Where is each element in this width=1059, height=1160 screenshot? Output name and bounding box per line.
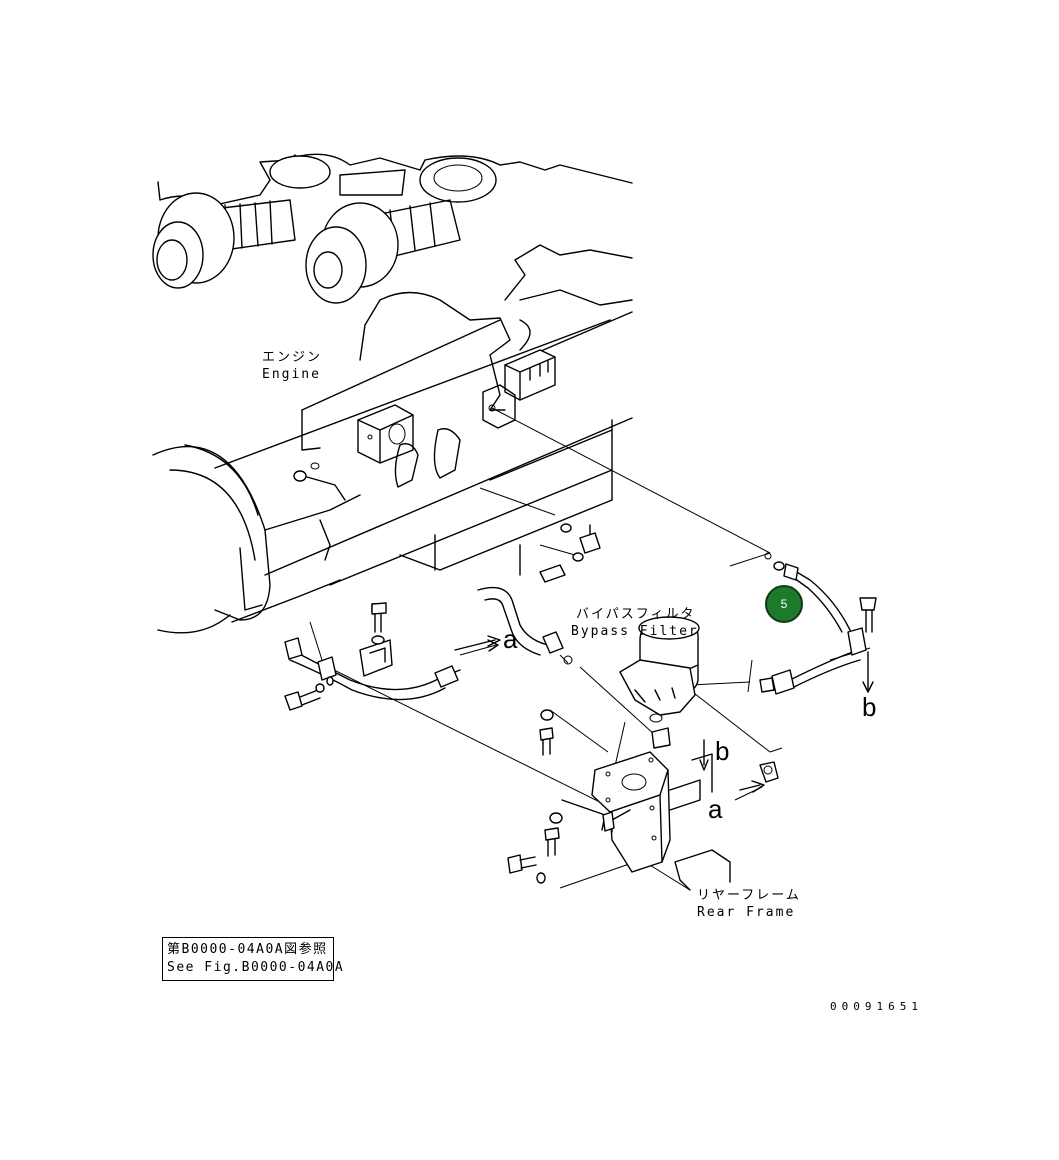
reference-line-jp: 第B0000-04A0A図参照 (167, 942, 328, 957)
connection-mark-a-upper: a (503, 624, 518, 654)
engine-label-jp: エンジン (262, 350, 323, 365)
filter-mounting-bracket (561, 739, 779, 891)
rear-frame-label-jp: リヤーフレーム (697, 888, 801, 903)
part-callout-5[interactable]: 5 (765, 585, 803, 623)
drawing-number: 00091651 (830, 1000, 923, 1013)
bypass-filter-unit (563, 616, 700, 749)
connection-mark-b-right: b (862, 692, 877, 722)
hose-assembly-lower (284, 603, 501, 711)
fasteners (371, 602, 563, 884)
bypass-filter-label-en: Bypass Filter (571, 624, 699, 639)
return-tube-assembly (759, 552, 877, 695)
connection-arrows (459, 639, 763, 801)
rear-frame-label-en: Rear Frame (697, 905, 796, 920)
bypass-filter-label-jp: バイパスフィルタ (576, 607, 696, 622)
engine-label-en: Engine (262, 367, 321, 382)
engine-assembly (152, 153, 633, 634)
reference-box: 第B0000-04A0A図参照 See Fig.B0000-04A0A (162, 937, 345, 981)
hose-assembly-a (477, 523, 601, 656)
leader-lines (309, 407, 871, 891)
connection-mark-b-center: b (715, 736, 730, 766)
connection-mark-a-lower: a (708, 794, 723, 824)
reference-line-en: See Fig.B0000-04A0A (167, 960, 345, 975)
